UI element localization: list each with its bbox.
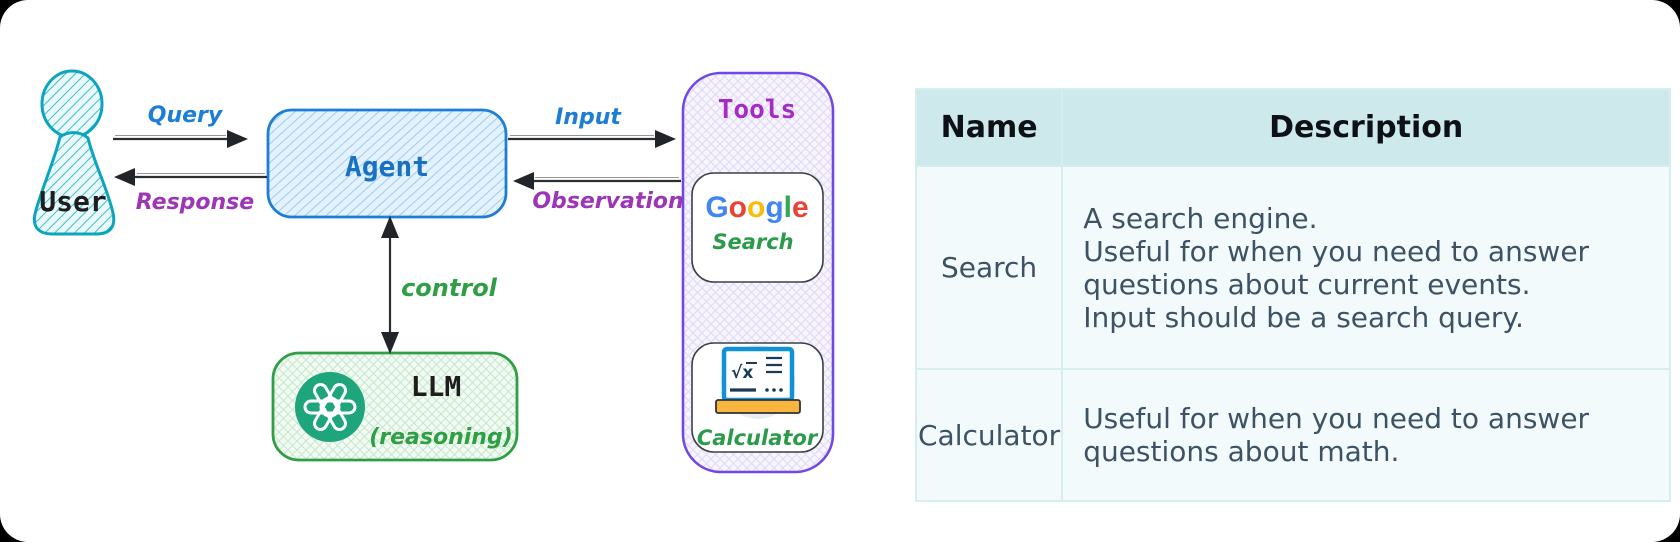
description-line: Input should be a search query. — [1083, 300, 1524, 334]
description-column-header: Description — [1061, 88, 1672, 167]
description-line: Useful for when you need to answer — [1083, 402, 1590, 435]
input-edge-label: Input — [555, 105, 622, 130]
arrows — [113, 135, 681, 336]
tool-name: Calculator — [914, 368, 1064, 502]
control-edge-label: control — [401, 274, 498, 302]
user-icon — [32, 69, 116, 236]
response-arrowhead — [114, 168, 135, 186]
tool-description: A search engine. Useful for when you nee… — [1061, 165, 1672, 370]
tool-name: Search — [914, 165, 1064, 370]
description-line: questions about math. — [1083, 435, 1400, 468]
google-letter: g — [765, 191, 783, 224]
calculator-tool: √x Calculator — [691, 342, 824, 453]
control-arrowhead-up — [381, 216, 399, 238]
google-letter: e — [792, 191, 809, 224]
user-label: User — [39, 185, 106, 218]
svg-text:√x: √x — [731, 363, 753, 383]
tools-label: Tools — [718, 95, 796, 125]
google-letter: G — [705, 191, 728, 224]
response-edge-label: Response — [136, 190, 254, 215]
name-column-header: Name — [914, 88, 1064, 167]
calculator-label: Calculator — [697, 426, 819, 450]
agent-box — [266, 108, 508, 219]
description-line: questions about current events. — [1083, 267, 1531, 301]
arrowheads — [114, 130, 676, 354]
observation-edge-label: Observation — [532, 189, 683, 214]
input-arrowhead — [655, 130, 676, 148]
llm-label: LLM — [411, 370, 462, 403]
calculator-icon: √x — [715, 345, 801, 419]
openai-logo-icon — [295, 372, 365, 442]
google-logo: Google — [705, 191, 808, 224]
tool-description: Useful for when you need to answer quest… — [1061, 368, 1672, 502]
google-search-tool: Google Search — [691, 172, 824, 283]
google-letter: l — [784, 191, 792, 224]
agent-label: Agent — [345, 150, 429, 183]
google-letter: o — [729, 191, 747, 224]
description-line: A search engine. — [1083, 201, 1318, 235]
google-letter: o — [747, 191, 765, 224]
query-edge-label: Query — [148, 103, 224, 128]
agent-flow-diagram: User Agent LLM (reasoning) Tools Google — [32, 69, 835, 474]
query-arrowhead — [227, 130, 248, 148]
table-header-row: Name Description — [914, 88, 1672, 167]
llm-sublabel: (reasoning) — [369, 425, 513, 450]
observation-arrowhead — [513, 172, 534, 190]
table-row: Search A search engine. Useful for when … — [914, 165, 1672, 370]
table-row: Calculator Useful for when you need to a… — [914, 368, 1672, 502]
google-search-label: Search — [712, 230, 793, 254]
tools-description-table: Name Description Search A search engine.… — [914, 88, 1672, 502]
description-line: Useful for when you need to answer — [1083, 234, 1590, 268]
control-arrowhead-down — [381, 332, 399, 354]
